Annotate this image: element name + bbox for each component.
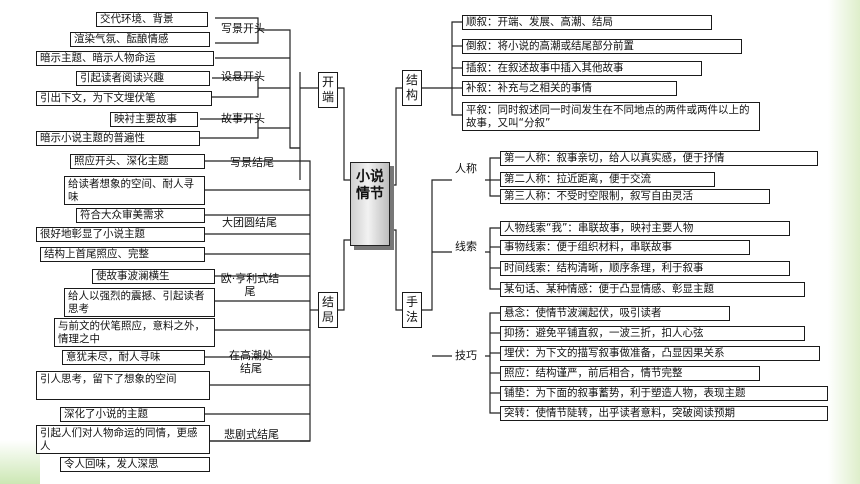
- shoufa-item: 第二人称：拉近距离，便于交流: [500, 172, 715, 187]
- shoufa-group-label: 线索: [455, 240, 477, 253]
- jiegou-item: 平叙：同时叙述同一时间发生在不同地点的两件或两件以上的故事，又叫“分叙”: [462, 102, 760, 131]
- kaiduan-item: 暗示主题、暗示人物命运: [36, 51, 214, 66]
- shoufa-item: 突转：使情节陡转，出乎读者意料，突破阅读预期: [500, 406, 828, 421]
- jieju-item: 符合大众审美需求: [76, 208, 205, 223]
- kaiduan-item: 引出下文，为下文埋伏笔: [36, 91, 212, 106]
- jiegou-item: 顺叙：开端、发展、高潮、结局: [462, 15, 712, 30]
- jieju-group-label: 欧·亨利式结尾: [220, 272, 280, 298]
- kaiduan-item: 渲染气氛、酝酿情感: [70, 32, 210, 47]
- jieju-group-label: 在高潮处结尾: [229, 349, 273, 375]
- branch-jiegou: 结构: [402, 70, 422, 106]
- shoufa-item: 第一人称：叙事亲切，给人以真实感，便于抒情: [500, 151, 818, 166]
- jieju-item: 与前文的伏笔照应，意料之外，情理之中: [54, 318, 215, 347]
- branch-kaiduan: 开端: [318, 72, 338, 108]
- shoufa-item: 悬念：使情节波澜起伏，吸引读者: [500, 306, 730, 321]
- shoufa-item: 第三人称：不受时空限制，叙写自由灵活: [500, 189, 770, 204]
- shoufa-item: 照应：结构谨严，前后相合，情节完整: [500, 366, 760, 381]
- shoufa-item: 抑扬：避免平铺直叙，一波三折，扣人心弦: [500, 326, 805, 341]
- jieju-item: 引人思考，留下了想象的空间: [36, 371, 210, 400]
- shoufa-item: 事物线索：便于组织材料，串联故事: [500, 240, 750, 255]
- shoufa-item: 时间线索：结构清晰，顺序条理，利于叙事: [500, 261, 790, 276]
- jieju-item: 照应开头、深化主题: [70, 154, 205, 169]
- shoufa-item: 铺垫：为下面的叙事蓄势，利于塑造人物，表现主题: [500, 386, 828, 401]
- kaiduan-item: 交代环境、背景: [96, 12, 208, 27]
- kaiduan-item: 映衬主要故事: [110, 112, 198, 127]
- branch-jieju: 结局: [318, 292, 338, 328]
- jieju-item: 深化了小说的主题: [60, 407, 205, 422]
- jieju-item: 令人回味，发人深思: [60, 457, 210, 472]
- jieju-item: 很好地彰显了小说主题: [36, 227, 205, 242]
- decoration-right: [828, 0, 860, 484]
- decoration-left: [0, 440, 40, 484]
- shoufa-item: 埋伏：为下文的描写叙事做准备，凸显因果关系: [500, 346, 820, 361]
- shoufa-item: 某句话、某种情感：便于凸显情感、彰显主题: [500, 282, 805, 297]
- jieju-group-label: 大团圆结尾: [222, 216, 277, 229]
- center-node: 小说情节: [350, 162, 390, 246]
- jiegou-item: 补叙：补充与之相关的事情: [462, 81, 677, 96]
- jieju-item: 引起人们对人物命运的同情，更感人: [36, 425, 210, 454]
- shoufa-group-label: 人称: [455, 162, 477, 175]
- jieju-item: 意犹未尽，耐人寻味: [62, 350, 205, 365]
- kaiduan-group-label: 设悬开头: [221, 70, 265, 83]
- jieju-item: 给读者想象的空间、耐人寻味: [64, 176, 205, 205]
- kaiduan-item: 暗示小说主题的普遍性: [36, 131, 200, 146]
- shoufa-item: 人物线索“我”：串联故事，映衬主要人物: [500, 221, 790, 236]
- shoufa-group-label: 技巧: [455, 349, 477, 362]
- jieju-group-label: 悲剧式结尾: [224, 428, 279, 441]
- jiegou-item: 插叙：在叙述故事中插入其他故事: [462, 61, 702, 76]
- kaiduan-group-label: 写景开头: [221, 22, 265, 35]
- kaiduan-group-label: 故事开头: [221, 112, 265, 125]
- branch-shoufa: 手法: [402, 292, 422, 328]
- kaiduan-item: 引起读者阅读兴趣: [76, 71, 210, 86]
- jieju-item: 使故事波澜横生: [92, 269, 215, 284]
- jiegou-item: 倒叙：将小说的高潮或结尾部分前置: [462, 39, 742, 54]
- jieju-item: 给人以强烈的震撼、引起读者思考: [64, 288, 215, 317]
- jieju-item: 结构上首尾照应、完整: [40, 247, 205, 262]
- jieju-group-label: 写景结尾: [230, 156, 274, 169]
